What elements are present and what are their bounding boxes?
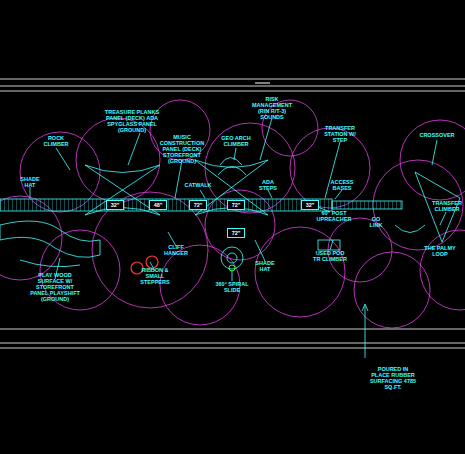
callout-label: 360° SPIRAL SLIDE (214, 281, 250, 293)
deck-height: 72" (232, 202, 241, 208)
deck-platform: 32" (106, 200, 124, 210)
callout-label: RISK MANAGEMENT (RIN R/T-3) SOUNDS (248, 96, 296, 120)
callout-label: THE PALMY LOOP (424, 245, 456, 257)
deck-height: 48" (154, 202, 163, 208)
callout-label: ACCESS BASES (326, 179, 358, 191)
callout-label: GEO ARCH CLIMBER (220, 135, 252, 147)
callout-label: TRANSFER STATION W/ STEP (320, 125, 360, 143)
callout-label: ROCK CLIMBER (41, 135, 71, 147)
callout-label: MUSIC CONSTRUCTION PANEL (DECK) STOREFRO… (153, 134, 211, 164)
deck-height: 32" (306, 202, 315, 208)
callout-label: CLIFF HANGER (162, 244, 190, 256)
callout-label: PLAY WOOD SURFACE W/ STOREFRONT PANEL PL… (29, 272, 81, 302)
callout-label: TRANSFER CLIMBER (431, 200, 463, 212)
deck-height: 72" (194, 202, 203, 208)
callout-label: POURED IN PLACE RUBBER SURFACING 4785 SQ… (368, 366, 418, 390)
callout-label: USED POD TR CLIMBER (312, 250, 348, 262)
deck-platform: 72" (227, 200, 245, 210)
deck-platform: 32" (301, 200, 319, 210)
deck-platform: 48" (149, 200, 167, 210)
callout-label: GO LINK (365, 216, 387, 228)
callout-label: CATWALK (182, 182, 214, 188)
deck-platform: 72" (227, 228, 245, 238)
deck-height: 72" (232, 230, 241, 236)
callout-label: 60" POST UPREACHER (314, 210, 354, 222)
deck-platform: 72" (189, 200, 207, 210)
callout-label: SHADE HAT (252, 260, 278, 272)
callout-label: TREASURE PLANKS PANEL (DECK) ADA SPYGLAS… (103, 109, 161, 133)
callout-label: RIBBON & SMALL STEPPERS (136, 267, 174, 285)
callout-label: SHADE HAT (17, 176, 43, 188)
callout-label: ADA STEPS (254, 179, 282, 191)
deck-height: 32" (111, 202, 120, 208)
callout-label: CROSSOVER (417, 132, 457, 138)
